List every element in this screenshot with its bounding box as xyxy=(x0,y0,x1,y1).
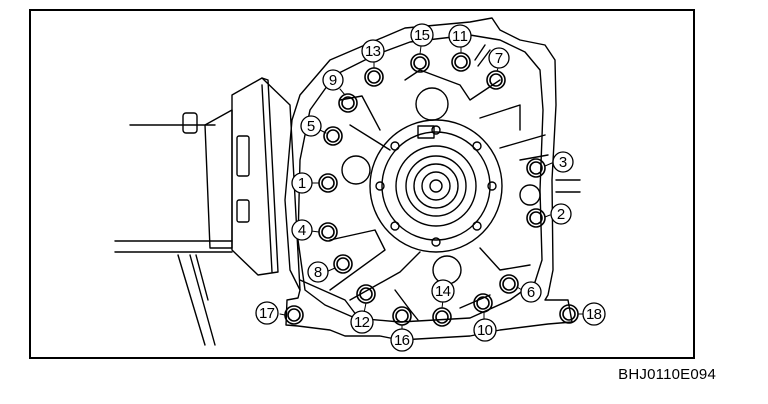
callout-8: 8 xyxy=(307,261,329,283)
bolt-16 xyxy=(392,306,412,326)
callout-number: 3 xyxy=(559,154,567,171)
callout-12: 12 xyxy=(350,310,374,334)
callout-number: 17 xyxy=(259,305,275,322)
bolt-12 xyxy=(356,284,376,304)
callout-circle xyxy=(552,151,574,173)
bolt-8 xyxy=(333,254,353,274)
callout-circle xyxy=(291,172,313,194)
callout-circle xyxy=(582,302,606,326)
callout-2: 2 xyxy=(550,203,572,225)
bolt-5 xyxy=(323,126,343,146)
callout-5: 5 xyxy=(300,115,322,137)
callout-circle xyxy=(390,328,414,352)
callout-9: 9 xyxy=(322,69,344,91)
callout-circle xyxy=(307,261,329,283)
callout-circle xyxy=(473,318,497,342)
callout-circle xyxy=(291,219,313,241)
callout-number: 15 xyxy=(414,27,430,44)
input-shaft xyxy=(114,112,233,346)
callout-circle xyxy=(410,23,434,47)
callout-circle xyxy=(300,115,322,137)
callout-circle xyxy=(520,281,542,303)
callout-circle xyxy=(550,203,572,225)
callout-number: 9 xyxy=(329,72,337,89)
callout-13: 13 xyxy=(361,39,385,63)
bolt-10 xyxy=(473,293,493,313)
callout-1: 1 xyxy=(291,172,313,194)
callout-17: 17 xyxy=(255,301,279,325)
callout-circle xyxy=(488,47,510,69)
bolt-13 xyxy=(364,67,384,87)
bolt-1 xyxy=(318,173,338,193)
figure-frame xyxy=(29,9,695,359)
callout-number: 5 xyxy=(307,118,315,135)
callout-circle xyxy=(322,69,344,91)
callout-number: 8 xyxy=(314,264,322,281)
callout-circle xyxy=(431,279,455,303)
callout-7: 7 xyxy=(488,47,510,69)
bolt-2 xyxy=(526,208,546,228)
bolt-11 xyxy=(451,52,471,72)
bolt-3 xyxy=(526,158,546,178)
callout-number: 6 xyxy=(527,284,535,301)
bolt-6 xyxy=(499,274,519,294)
callout-number: 18 xyxy=(586,306,602,323)
bolts xyxy=(284,52,579,327)
bolt-15 xyxy=(410,53,430,73)
center-hub xyxy=(369,119,503,253)
callout-11: 11 xyxy=(448,24,472,48)
callout-4: 4 xyxy=(291,219,313,241)
callout-number: 12 xyxy=(354,314,370,331)
callout-number: 2 xyxy=(557,206,565,223)
callout-18: 18 xyxy=(582,302,606,326)
callout-circle xyxy=(448,24,472,48)
bolt-17 xyxy=(284,305,304,325)
callout-number: 1 xyxy=(298,175,306,192)
bolt-9 xyxy=(338,93,358,113)
bolt-7 xyxy=(486,70,506,90)
bolt-14 xyxy=(432,307,452,327)
bolt-18 xyxy=(559,304,579,324)
callout-number: 4 xyxy=(298,222,306,239)
callout-16: 16 xyxy=(390,328,414,352)
callout-3: 3 xyxy=(552,151,574,173)
callout-6: 6 xyxy=(520,281,542,303)
bolt-4 xyxy=(318,222,338,242)
callout-number: 16 xyxy=(394,332,410,349)
callout-number: 7 xyxy=(495,50,503,67)
callout-circle xyxy=(361,39,385,63)
callout-number: 10 xyxy=(477,322,493,339)
callout-number: 11 xyxy=(452,28,468,45)
callout-circle xyxy=(255,301,279,325)
callout-number: 13 xyxy=(365,43,381,60)
callout-14: 14 xyxy=(431,279,455,303)
callout-10: 10 xyxy=(473,318,497,342)
callout-circle xyxy=(350,310,374,334)
figure-code: BHJ0110E094 xyxy=(618,366,716,383)
callout-15: 15 xyxy=(410,23,434,47)
callout-number: 14 xyxy=(435,283,451,300)
